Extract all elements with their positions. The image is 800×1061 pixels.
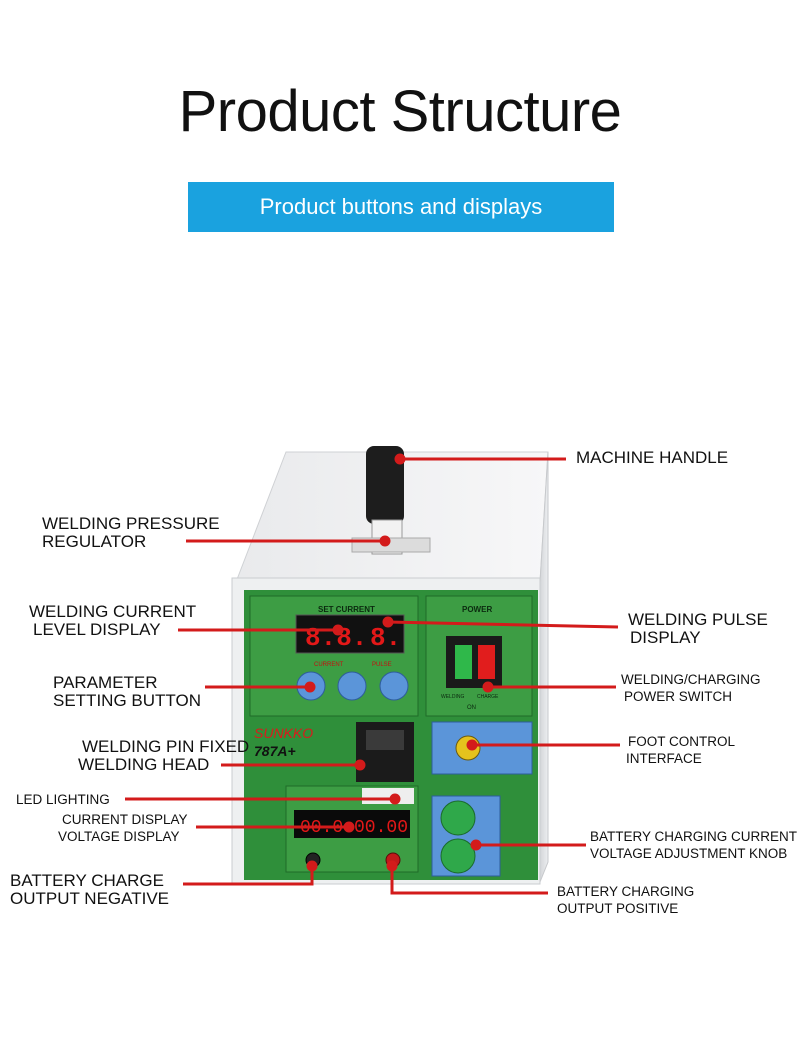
brand-label: SUNKKO xyxy=(254,725,313,741)
on-label: ON xyxy=(467,705,476,711)
charge-voltage-knob xyxy=(440,838,476,874)
welding-pins xyxy=(366,730,404,750)
machine-handle xyxy=(366,446,404,524)
charge-switch xyxy=(478,645,495,679)
pulse-digits: 8. xyxy=(370,623,401,653)
param-button-2 xyxy=(337,671,367,701)
set-current-label: SET CURRENT xyxy=(318,605,375,614)
foot-control-panel xyxy=(431,721,533,775)
current-tag: CURRENT xyxy=(314,662,344,668)
page-title: Product Structure xyxy=(178,79,622,144)
switch-left-label: WELDING xyxy=(441,694,464,700)
power-label: POWER xyxy=(462,605,492,614)
welding-switch xyxy=(455,645,472,679)
leader-lines xyxy=(125,453,620,895)
led-light-bar xyxy=(362,788,414,804)
charge-current-knob xyxy=(440,800,476,836)
pulse-tag: PULSE xyxy=(372,662,392,668)
callout-led-lighting: LED LIGHTING xyxy=(16,792,110,807)
section-banner: Product buttons and displays xyxy=(188,182,614,232)
switch-right-label: CHARGE xyxy=(477,694,499,700)
param-button-3 xyxy=(379,671,409,701)
callout-machine-handle: MACHINE HANDLE xyxy=(576,448,729,467)
model-label: 787A+ xyxy=(254,743,296,759)
